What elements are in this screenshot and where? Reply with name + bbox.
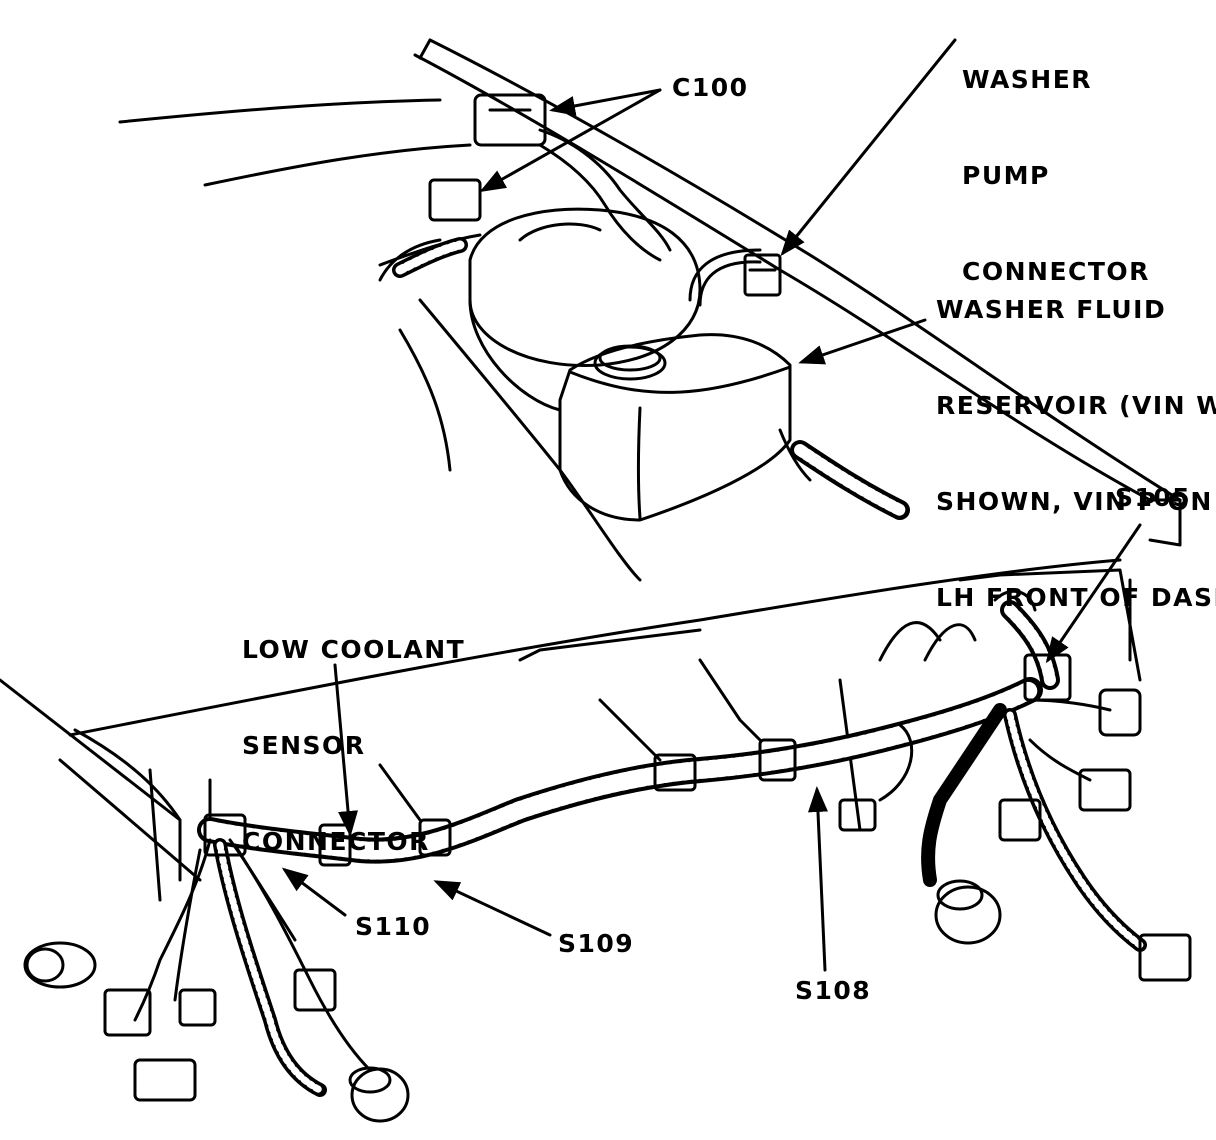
arrow-s108 bbox=[807, 786, 828, 972]
label-washer-fluid-reservoir: WASHER FLUID RESERVOIR (VIN W SHOWN, VIN… bbox=[936, 295, 1216, 612]
c100-connectors bbox=[378, 93, 672, 282]
leader-arrows bbox=[281, 38, 1142, 972]
arrow-s109 bbox=[433, 880, 552, 937]
label-s108: S108 bbox=[795, 976, 872, 1005]
label-washer-pump-connector: WASHER PUMP CONNECTOR bbox=[962, 65, 1150, 286]
label-s105: S105 bbox=[1115, 483, 1192, 512]
arrow-c100-upper bbox=[549, 88, 662, 116]
arrow-washer-pump bbox=[780, 38, 957, 257]
radiator-support bbox=[0, 558, 1142, 902]
connectors-and-bulbs bbox=[23, 653, 1192, 1123]
label-s110: S110 bbox=[355, 912, 432, 941]
wheel-well bbox=[468, 207, 702, 412]
label-c100: C100 bbox=[672, 73, 749, 102]
arrow-reservoir bbox=[798, 318, 927, 365]
arrow-s110 bbox=[281, 867, 347, 917]
washer-pump-connector bbox=[688, 248, 782, 307]
arrow-c100-lower bbox=[479, 88, 662, 192]
arrow-low-coolant bbox=[333, 663, 359, 837]
label-low-coolant-sensor-connector: LOW COOLANT SENSOR CONNECTOR bbox=[242, 635, 466, 856]
label-s109: S109 bbox=[558, 929, 635, 958]
washer-fluid-reservoir bbox=[558, 333, 812, 522]
arrow-s105 bbox=[1045, 523, 1142, 664]
